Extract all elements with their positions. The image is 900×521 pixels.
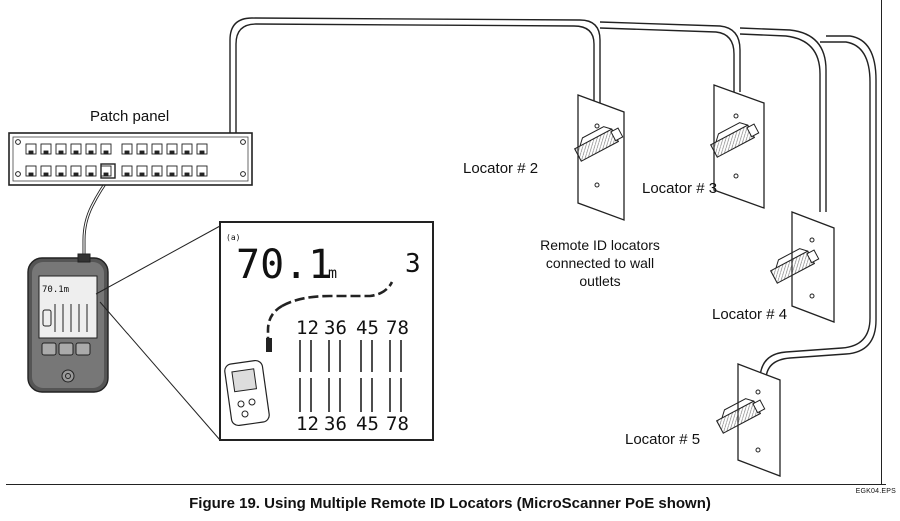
file-tag: EGK04.EPS [855, 488, 896, 495]
wall-outlet-4 [769, 211, 835, 323]
remote-note-line-2: connected to wall [545, 255, 655, 271]
tester-patch-cord [82, 173, 114, 262]
tester-icon [224, 359, 270, 427]
pair-label-top: 45 [356, 317, 379, 339]
distance-unit: m [328, 264, 337, 282]
pair-label-bottom: 45 [356, 413, 379, 435]
cable-locator-2 [229, 17, 601, 135]
locator-4-label: Locator # 4 [712, 306, 788, 323]
locator-3-label: Locator # 3 [642, 180, 718, 197]
patch-panel [8, 132, 253, 186]
display-corner-mark: (a) [226, 233, 240, 242]
patch-panel-label: Patch panel [90, 108, 170, 125]
locator-5-device [715, 398, 766, 434]
remote-note-line-3: outlets [579, 273, 621, 289]
pair-label-bottom: 12 [296, 413, 319, 435]
locator-2-device [573, 126, 624, 162]
cable-locator-4 [739, 27, 827, 212]
cable-locator-5 [765, 35, 877, 381]
locator-3-device [709, 122, 760, 158]
wire-pair-lines [299, 340, 402, 412]
locator-5-label: Locator # 5 [625, 431, 701, 448]
pair-label-bottom: 36 [324, 413, 347, 435]
pair-label-top: 78 [386, 317, 409, 339]
network-diagram: 70.1m (a) 70.1 m 3 [8, 17, 877, 477]
connected-port [100, 163, 116, 179]
tester-button-2 [58, 342, 74, 356]
microscanner-tester: 70.1m [27, 253, 109, 393]
wall-outlet-3 [709, 84, 765, 209]
cable-bundle [229, 17, 877, 381]
locator-2-label: Locator # 2 [463, 160, 539, 177]
figure-caption: Figure 19. Using Multiple Remote ID Loca… [189, 495, 711, 512]
pair-label-top: 12 [296, 317, 319, 339]
patch-panel-ports [25, 143, 208, 179]
pair-label-top: 36 [324, 317, 347, 339]
pair-label-bottom: 78 [386, 413, 409, 435]
remote-locators-note: Remote ID locators connected to wall out… [520, 236, 680, 290]
wall-outlet-5 [715, 363, 781, 477]
distance-readout: 70.1 [236, 242, 332, 288]
remote-note-line-1: Remote ID locators [540, 237, 660, 253]
figure-frame [6, 0, 882, 484]
cable-locator-3 [599, 21, 741, 92]
wall-outlet-2 [573, 94, 625, 221]
tester-power-button [61, 369, 75, 383]
tester-screen-reading: 70.1m [42, 285, 69, 295]
tester-button-1 [41, 342, 57, 356]
zoom-lines [95, 225, 221, 441]
tester-button-3 [75, 342, 91, 356]
locator-4-device [769, 248, 820, 284]
caption-rule [6, 484, 886, 485]
locator-id-readout: 3 [405, 249, 421, 279]
